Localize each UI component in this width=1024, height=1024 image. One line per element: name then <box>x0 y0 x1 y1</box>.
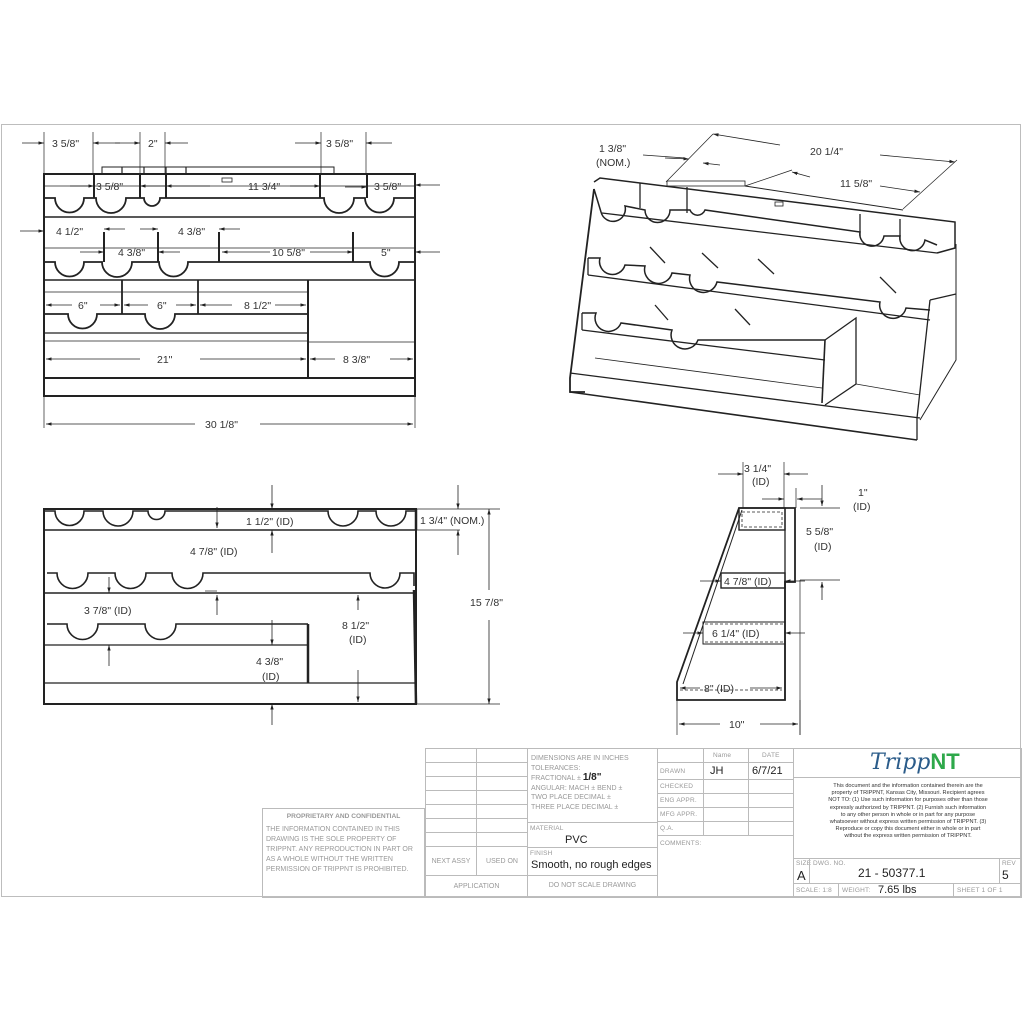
svg-text:10": 10" <box>729 719 745 731</box>
svg-text:3 5/8": 3 5/8" <box>96 181 123 193</box>
isometric-view <box>569 133 958 441</box>
material-value: PVC <box>565 834 588 846</box>
next-assy-label: NEXT ASSY <box>431 858 471 865</box>
svg-text:8 1/2": 8 1/2" <box>244 300 271 312</box>
finish-label: FINISH <box>530 850 553 857</box>
svg-text:1": 1" <box>858 487 868 499</box>
svg-text:3 5/8": 3 5/8" <box>52 138 79 150</box>
svg-text:3 5/8": 3 5/8" <box>374 181 401 193</box>
ownership-notice: This document and the information contai… <box>828 783 988 840</box>
front-view-dims: 3 5/8" 2" 3 5/8" 3 5/8" 11 3/4" 3 5/8" 4… <box>52 138 401 431</box>
svg-text:8 3/8": 8 3/8" <box>343 354 370 366</box>
proprietary-text: THE INFORMATION CONTAINED IN THIS DRAWIN… <box>266 826 413 873</box>
svg-text:4 3/8": 4 3/8" <box>178 226 205 238</box>
size-label: SIZE <box>796 860 812 867</box>
svg-text:4 7/8" (ID): 4 7/8" (ID) <box>190 546 238 558</box>
svg-text:(ID): (ID) <box>814 541 832 553</box>
svg-text:3 1/4": 3 1/4" <box>744 463 771 475</box>
front-view <box>20 132 440 428</box>
application-label: APPLICATION <box>453 883 500 890</box>
rev-label: REV <box>1002 860 1016 867</box>
scale-label: SCALE: 1:8 <box>796 887 832 894</box>
svg-text:1 3/4" (NOM.): 1 3/4" (NOM.) <box>420 515 484 527</box>
svg-text:4 3/8": 4 3/8" <box>118 247 145 259</box>
tolerance-angular: ANGULAR: MACH ± BEND ± <box>531 784 623 792</box>
sheet-box <box>953 883 1022 898</box>
end-view <box>676 462 840 735</box>
material-label: MATERIAL <box>530 825 564 832</box>
svg-text:(ID): (ID) <box>262 671 280 683</box>
svg-text:1 1/2" (ID): 1 1/2" (ID) <box>246 516 294 528</box>
logo-accent-text: NT <box>930 749 960 774</box>
svg-text:30 1/8": 30 1/8" <box>205 419 238 431</box>
svg-text:11 3/4": 11 3/4" <box>248 181 280 193</box>
tolerance-fractional: FRACTIONAL ± 1/8" <box>531 773 656 784</box>
svg-text:21": 21" <box>157 354 173 366</box>
weight-value: 7.65 lbs <box>878 884 917 896</box>
approval-label-checked: CHECKED <box>660 783 694 790</box>
dwg-no-value: 21 - 50377.1 <box>858 866 926 880</box>
svg-text:(NOM.): (NOM.) <box>596 157 630 169</box>
logo-main-text: Tripp <box>870 750 931 775</box>
tolerance-units: DIMENSIONS ARE IN INCHES <box>531 755 629 762</box>
approval-label-drawn: DRAWN <box>660 768 686 775</box>
tolerance-three-place: THREE PLACE DECIMAL ± <box>531 803 619 811</box>
proprietary-heading: PROPRIETARY AND CONFIDENTIAL <box>286 813 401 820</box>
tolerance-heading: TOLERANCES: <box>531 764 581 772</box>
svg-text:15 7/8": 15 7/8" <box>470 597 503 609</box>
trippnt-logo: TrippNT <box>870 749 960 775</box>
svg-text:8" (ID): 8" (ID) <box>704 683 734 695</box>
svg-text:3 7/8" (ID): 3 7/8" (ID) <box>84 605 132 617</box>
approval-name-drawn: JH <box>710 765 724 777</box>
used-on-label: USED ON <box>486 858 518 865</box>
approvals-col-name: Name <box>713 752 732 759</box>
svg-text:5": 5" <box>381 247 391 259</box>
side-section-dims: 1 1/2" (ID) 1 3/4" (NOM.) 4 7/8" (ID) 3 … <box>84 515 503 683</box>
finish-value: Smooth, no rough edges <box>531 859 652 871</box>
do-not-scale-label: DO NOT SCALE DRAWING <box>548 882 637 889</box>
svg-text:11 5/8": 11 5/8" <box>840 178 872 190</box>
tolerance-two-place: TWO PLACE DECIMAL ± <box>531 794 611 801</box>
svg-text:5 5/8": 5 5/8" <box>806 526 833 538</box>
svg-text:4 1/2": 4 1/2" <box>56 226 83 238</box>
svg-text:2": 2" <box>148 138 158 150</box>
side-section-view <box>43 485 500 725</box>
svg-text:4 7/8" (ID): 4 7/8" (ID) <box>724 576 772 588</box>
svg-text:4 3/8": 4 3/8" <box>256 656 283 668</box>
isometric-view-dims: 1 3/8" (NOM.) 20 1/4" 11 5/8" <box>596 143 872 190</box>
proprietary-box <box>262 808 425 898</box>
approval-label-mfg: MFG APPR. <box>660 811 698 818</box>
weight-label: WEIGHT: <box>842 887 871 894</box>
drawing-sheet-border <box>1 124 1021 897</box>
sheet-label: SHEET 1 OF 1 <box>957 887 1003 894</box>
svg-text:6": 6" <box>78 300 88 312</box>
svg-text:(ID): (ID) <box>853 501 871 513</box>
svg-text:10 5/8": 10 5/8" <box>272 247 305 259</box>
svg-text:20 1/4": 20 1/4" <box>810 146 843 158</box>
svg-text:6": 6" <box>157 300 167 312</box>
approvals-col-date: DATE <box>762 752 780 759</box>
comments-label: COMMENTS: <box>660 840 702 847</box>
svg-text:1 3/8": 1 3/8" <box>599 143 626 155</box>
tolerances-text: DIMENSIONS ARE IN INCHES TOLERANCES: FRA… <box>531 754 656 812</box>
rev-value: 5 <box>1002 868 1009 882</box>
approval-label-eng: ENG APPR. <box>660 797 697 804</box>
approval-date-drawn: 6/7/21 <box>752 765 783 777</box>
svg-text:(ID): (ID) <box>752 476 770 488</box>
svg-text:6 1/4" (ID): 6 1/4" (ID) <box>712 628 760 640</box>
tolerance-fractional-value: 1/8" <box>582 772 602 783</box>
size-value: A <box>797 868 806 883</box>
svg-text:3 5/8": 3 5/8" <box>326 138 353 150</box>
approval-label-qa: Q.A. <box>660 825 674 832</box>
tolerance-fractional-label: FRACTIONAL ± <box>531 775 581 782</box>
svg-text:(ID): (ID) <box>349 634 367 646</box>
svg-text:8 1/2": 8 1/2" <box>342 620 369 632</box>
end-view-dims: 3 1/4" (ID) 1" (ID) 5 5/8" (ID) 4 7/8" (… <box>704 463 871 731</box>
dwg-no-label: DWG. NO. <box>813 860 846 867</box>
